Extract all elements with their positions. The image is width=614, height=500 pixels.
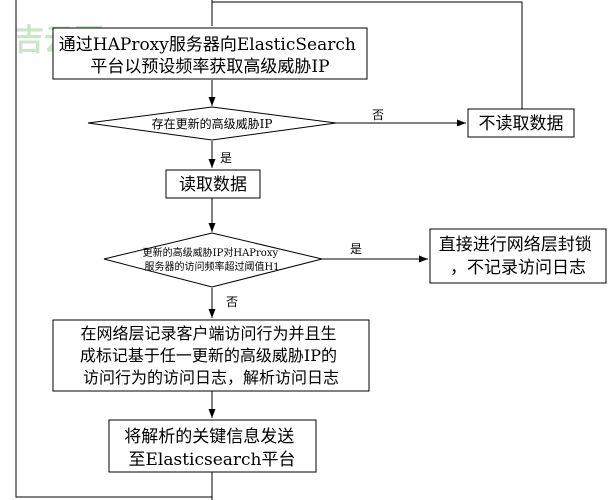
threshold-decision-line-2: 服务器的访问频率超过阈值H1 [144, 260, 279, 273]
send-step-line-1: 将解析的关键信息发送 [124, 427, 294, 447]
read-data-box [165, 169, 261, 199]
svg-text:在网络层记录客户端访问行为并且生 成标记基于任一更新: 在网络层记录客户端访问行为并且生 成标记基于任一更新的高级威胁IP的 访问行为的… [80, 324, 342, 387]
fetch-step-line-2: 平台以预设频率获取高级威胁IP [90, 57, 329, 77]
exists-decision-diamond [87, 106, 337, 141]
log-step-box [52, 319, 370, 392]
threshold-yes-label: 是 [350, 242, 362, 256]
log-step-line-3: 访问行为的访问日志，解析访问日志 [83, 368, 339, 387]
fetch-step-box [52, 27, 368, 80]
exists-yes-label: 是 [220, 151, 232, 165]
no-read-box [467, 108, 575, 138]
block-step-line-1: 直接进行网络层封锁 [439, 235, 592, 255]
svg-text:更新的高级威胁IP对HAProxy 服务器的访问频率: 更新的高级威胁IP对HAProxy 服务器的访问频率超过阈值H1 [143, 246, 282, 273]
threshold-no-label: 否 [226, 295, 238, 309]
block-step-line-2: ，不记录访问日志 [450, 258, 586, 278]
log-step-line-1: 在网络层记录客户端访问行为并且生 [80, 324, 336, 343]
read-data-label: 读取数据 [179, 175, 247, 195]
fetch-step-line-1: 通过HAProxy服务器向ElasticSearch [59, 35, 356, 55]
right-frame [212, 1, 523, 110]
send-step-box [108, 419, 317, 473]
threshold-decision-diamond [103, 232, 323, 288]
svg-text:直接进行网络层封锁 ，不记录访问日志: 直接进行网络层封锁 ，不记录访问日志 [439, 235, 597, 278]
log-step-line-2: 成标记基于任一更新的高级威胁IP的 [80, 346, 337, 365]
exists-no-label: 否 [372, 108, 384, 122]
loop-back-line [16, 470, 212, 500]
block-step-box [429, 228, 607, 284]
svg-text:通过HAProxy服务器向ElasticSearch: 通过HAProxy服务器向ElasticSearch 平台以预设频率获取高级威胁… [59, 35, 361, 77]
no-read-label: 不读取数据 [479, 114, 564, 134]
exists-decision-label: 存在更新的高级威胁IP [152, 116, 273, 131]
send-step-line-2: 至Elasticsearch平台 [128, 450, 295, 470]
svg-text:将解析的关键信息发送 至Elasticsearch平: 将解析的关键信息发送 至Elasticsearch平台 [124, 427, 299, 470]
threshold-decision-line-1: 更新的高级威胁IP对HAProxy [143, 246, 279, 259]
